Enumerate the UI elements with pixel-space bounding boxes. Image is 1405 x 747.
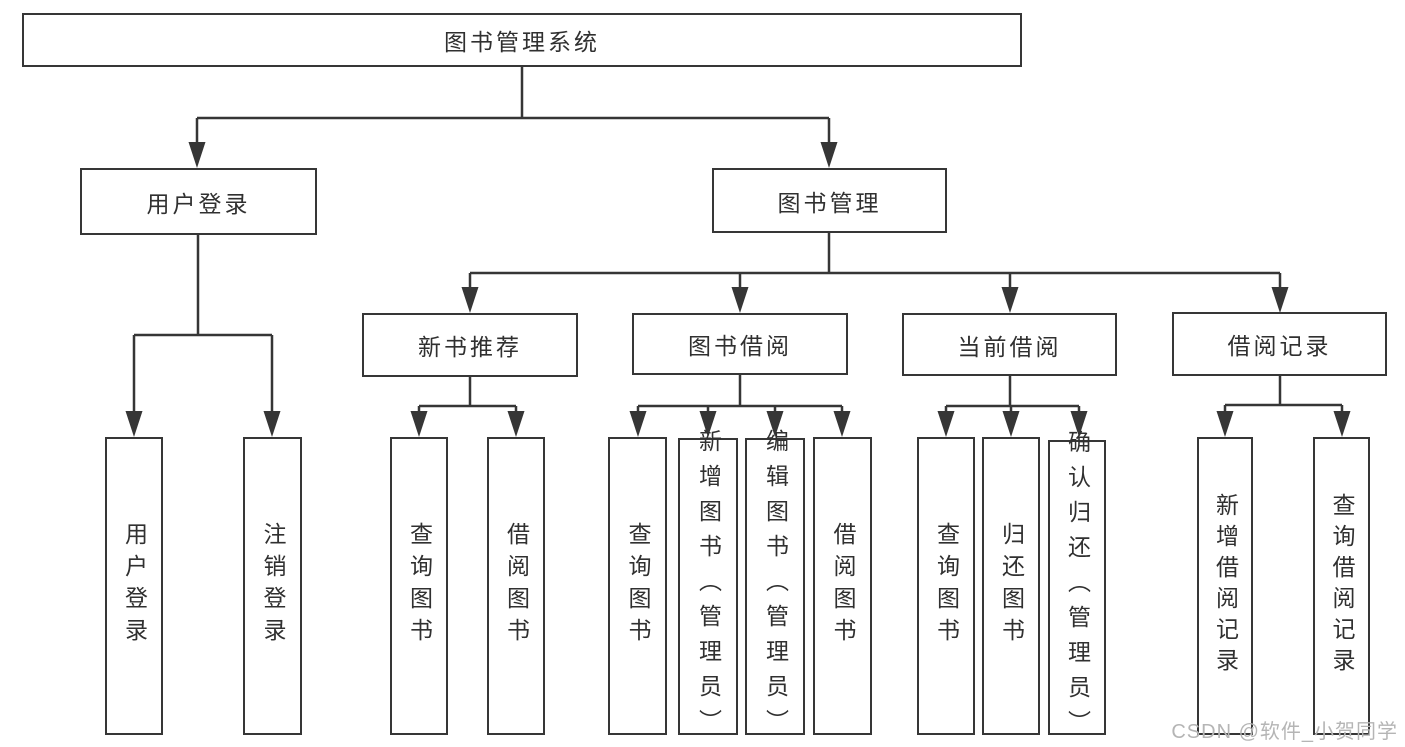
arrow-down-icon <box>461 287 479 313</box>
node-book-management: 图书管理 <box>712 168 947 233</box>
node-new-book-recommendation: 新书推荐 <box>362 313 578 377</box>
leaf-edit-book-admin: 编辑图书（管理员） <box>745 429 805 744</box>
leaf-logout: 注销登录 <box>243 437 302 735</box>
leaf-user-login: 用户登录 <box>105 437 163 735</box>
node-new-book-recommendation-label: 新书推荐 <box>418 334 522 360</box>
leaf-add-borrow-record-label: 新增借阅记录 <box>1212 493 1239 679</box>
arrow-down-icon <box>1333 411 1351 437</box>
leaf-query-books-recommend-label: 查询图书 <box>406 522 433 650</box>
node-book-borrowing-label: 图书借阅 <box>688 333 792 359</box>
leaf-add-book-admin-label: 新增图书（管理员） <box>695 429 722 744</box>
arrow-down-icon <box>731 287 749 313</box>
arrow-down-icon <box>937 411 955 437</box>
arrow-down-icon <box>629 411 647 437</box>
node-current-borrowing-label: 当前借阅 <box>957 333 1062 360</box>
leaf-query-books-borrowing: 查询图书 <box>608 437 667 735</box>
leaf-borrow-books-recommend-label: 借阅图书 <box>503 522 530 650</box>
node-book-management-label: 图书管理 <box>777 189 882 216</box>
arrow-down-icon <box>1002 411 1020 437</box>
csdn-watermark: CSDN @软件_小贺同学 <box>1171 721 1398 743</box>
arrow-down-icon <box>833 411 851 437</box>
leaf-return-books-label: 归还图书 <box>998 522 1025 650</box>
node-book-borrowing: 图书借阅 <box>632 313 848 375</box>
leaf-query-borrow-record-label: 查询借阅记录 <box>1329 493 1355 679</box>
arrow-down-icon <box>1271 287 1289 313</box>
arrow-down-icon <box>410 411 428 437</box>
leaf-confirm-return-admin-label: 确认归还（管理员） <box>1064 430 1091 745</box>
leaf-add-borrow-record: 新增借阅记录 <box>1197 437 1253 735</box>
arrow-down-icon <box>766 411 784 437</box>
node-user-login: 用户登录 <box>80 168 317 235</box>
leaf-borrow-books-recommend: 借阅图书 <box>487 437 545 735</box>
node-borrowing-records: 借阅记录 <box>1172 312 1387 376</box>
leaf-confirm-return-admin: 确认归还（管理员） <box>1048 430 1106 745</box>
leaf-query-books-current-label: 查询图书 <box>933 522 960 650</box>
arrow-down-icon <box>125 411 143 437</box>
node-current-borrowing: 当前借阅 <box>902 313 1117 376</box>
leaf-logout-label: 注销登录 <box>260 522 286 650</box>
arrow-down-icon <box>1216 411 1234 437</box>
arrow-down-icon <box>1070 411 1088 437</box>
leaf-query-borrow-record: 查询借阅记录 <box>1313 437 1370 735</box>
leaf-query-books-borrowing-label: 查询图书 <box>625 522 651 650</box>
arrow-down-icon <box>188 142 206 168</box>
arrow-down-icon <box>263 411 281 437</box>
leaf-add-book-admin: 新增图书（管理员） <box>678 429 738 744</box>
node-root-label: 图书管理系统 <box>444 29 600 55</box>
leaf-borrow-books-borrowing-label: 借阅图书 <box>830 522 856 650</box>
leaf-edit-book-admin-label: 编辑图书（管理员） <box>762 429 789 744</box>
arrow-down-icon <box>507 411 525 437</box>
arrow-down-icon <box>820 142 838 168</box>
connector-lines <box>132 67 1344 414</box>
node-root: 图书管理系统 <box>22 13 1022 67</box>
leaf-borrow-books-borrowing: 借阅图书 <box>813 437 872 735</box>
node-user-login-label: 用户登录 <box>146 190 251 217</box>
arrow-down-icon <box>1001 287 1019 313</box>
leaf-user-login-label: 用户登录 <box>121 522 148 650</box>
arrowheads <box>125 142 1351 437</box>
leaf-return-books: 归还图书 <box>982 437 1040 735</box>
node-borrowing-records-label: 借阅记录 <box>1227 333 1332 359</box>
arrow-down-icon <box>699 411 717 437</box>
leaf-query-books-recommend: 查询图书 <box>390 437 448 735</box>
leaf-query-books-current: 查询图书 <box>917 437 975 735</box>
